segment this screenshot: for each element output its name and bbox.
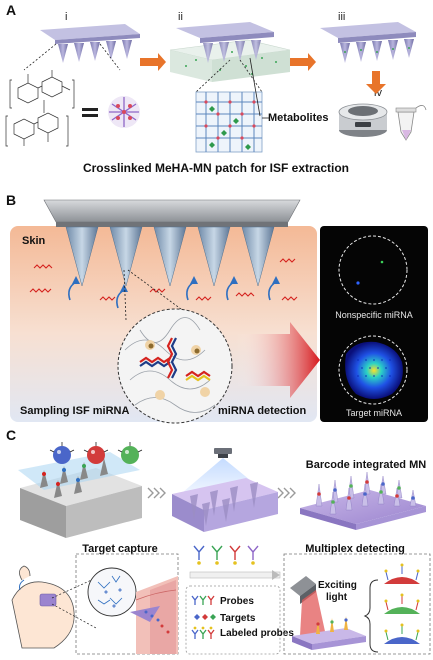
bead-blue <box>384 623 420 644</box>
chevron-arrows-1 <box>147 487 166 499</box>
targets-icon <box>194 614 216 620</box>
centrifuge-icon <box>338 103 388 137</box>
multiplex-box <box>283 553 431 655</box>
arrow-iii-iv <box>366 71 386 94</box>
panel-a-letter: A <box>6 2 16 18</box>
binding-scheme <box>189 545 281 580</box>
step-i-label: i <box>65 11 67 23</box>
uptake-arrows <box>68 276 280 309</box>
target-label: Target miRNA <box>346 408 402 418</box>
barcode-title: Barcode integrated MN <box>306 459 426 471</box>
probes-icon <box>191 595 215 605</box>
detection-label: miRNA detection <box>218 405 306 417</box>
detection-arrow <box>236 322 320 398</box>
zoom-circle <box>117 308 233 424</box>
mn-patch-i <box>40 24 140 63</box>
mirna-squiggles <box>29 258 298 301</box>
step-iii-label: iii <box>338 11 345 23</box>
detection-slab <box>292 616 366 650</box>
legend-probes: Probes <box>220 596 254 607</box>
mn-block-probes <box>18 452 142 538</box>
mn-patch-ii <box>169 22 291 82</box>
network-blob-icon <box>108 96 140 128</box>
step-iv-label: iv <box>374 87 382 99</box>
skin-slab <box>130 576 178 654</box>
exciting-label: Exciting <box>318 580 357 591</box>
target-image <box>338 335 408 405</box>
panel-a: A i ii iii iv <box>5 2 427 175</box>
capture-title: Target capture <box>82 543 158 555</box>
arrow-ii-iii <box>290 53 316 71</box>
eppendorf-tube-icon <box>395 105 427 141</box>
mn-block-uv <box>172 448 278 532</box>
brace-icon <box>363 579 379 653</box>
step-ii-label: ii <box>178 11 183 23</box>
light-label: light <box>326 592 348 603</box>
panel-b-letter: B <box>6 192 16 208</box>
probe-bead-icons <box>49 442 143 464</box>
legend-box: Probes Targets Labeled probes <box>185 585 294 655</box>
bead-red <box>384 563 420 584</box>
barcode-mn <box>300 471 426 530</box>
bead-green <box>384 593 420 614</box>
skin-label: Skin <box>22 235 46 247</box>
arm-icon <box>11 565 75 649</box>
nonspecific-image <box>338 235 408 305</box>
mn-patch-iii <box>320 22 416 63</box>
hydrogel-grid <box>195 91 263 153</box>
chevron-arrows-2 <box>277 487 296 499</box>
legend-targets: Targets <box>220 613 256 624</box>
labeled-probes-icon <box>191 626 215 639</box>
nonspecific-label: Nonspecific miRNA <box>335 310 413 320</box>
multiplex-title: Multiplex detecting <box>305 543 405 555</box>
mn-array-backing <box>43 199 301 227</box>
mn-needles-b <box>65 226 275 287</box>
arrow-i-ii <box>140 53 166 71</box>
capture-zoom <box>87 567 137 617</box>
panel-b: B Skin <box>6 192 428 424</box>
panel-a-caption: Crosslinked MeHA-MN patch for ISF extrac… <box>83 161 349 175</box>
panel-c-letter: C <box>6 427 16 443</box>
equals-sign <box>82 108 98 111</box>
panel-c: C <box>6 427 431 655</box>
legend-labeled-1: Labeled probes <box>220 628 294 639</box>
metabolites-pointer <box>249 57 261 117</box>
meha-structure <box>5 70 75 147</box>
metabolites-label: Metabolites <box>268 112 329 124</box>
sampling-label: Sampling ISF miRNA <box>20 405 129 417</box>
